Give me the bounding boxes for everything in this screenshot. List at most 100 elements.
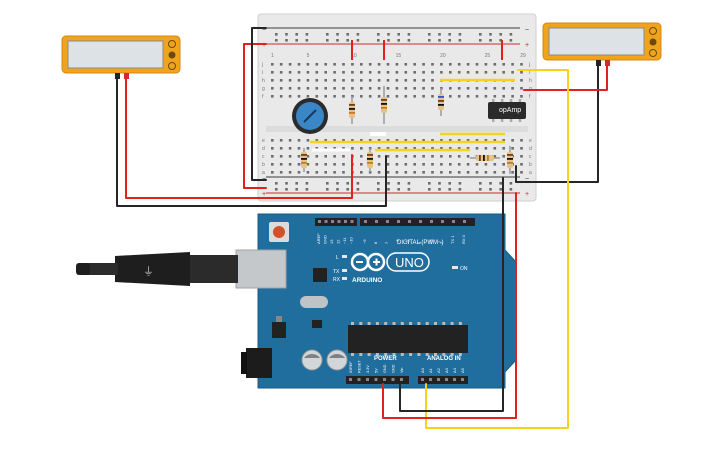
digital-header[interactable]: [318, 220, 466, 223]
pin-label: 8: [373, 241, 378, 244]
row-letter: b: [262, 162, 265, 168]
column-number: 25: [485, 53, 491, 59]
pin-label: 7: [384, 241, 389, 244]
meter-mode-buttons[interactable]: [168, 40, 176, 70]
row-letter: e: [529, 138, 532, 144]
pin-label: GND: [392, 364, 396, 373]
row-letter: i: [529, 70, 530, 76]
probe-com[interactable]: [115, 73, 120, 79]
column-number: 15: [396, 53, 402, 59]
row-letter: e: [262, 138, 265, 144]
row-letter: c: [529, 154, 532, 160]
pin-label: ~10: [349, 236, 354, 244]
pin-label: A4: [452, 367, 457, 373]
resistors[interactable]: [301, 86, 513, 174]
pin-label: ~6: [395, 239, 400, 244]
svg-text:+: +: [262, 42, 266, 49]
led-tx-label: TX: [333, 269, 340, 275]
row-letter: h: [529, 78, 532, 84]
pin-label: A1: [428, 367, 433, 373]
capacitor: [326, 349, 348, 371]
resistor: [367, 148, 373, 172]
svg-text:+: +: [525, 191, 529, 198]
usb-cable[interactable]: ⏚: [76, 249, 287, 289]
row-letter: d: [529, 146, 532, 152]
breadboard-jumpers[interactable]: [310, 78, 515, 152]
power-rail-bottom[interactable]: [275, 182, 513, 191]
multimeter-right[interactable]: [542, 22, 662, 66]
pin-label: 3.3V: [366, 365, 370, 373]
resistor: [301, 148, 307, 172]
power-label: POWER: [374, 356, 397, 362]
board-brand: ARDUINO: [352, 277, 382, 284]
capacitor: [301, 349, 323, 371]
probe-com[interactable]: [596, 60, 601, 66]
resistor: [438, 88, 444, 116]
meter-mode-buttons[interactable]: [649, 27, 657, 57]
row-letter: f: [529, 94, 531, 100]
digital-label: DIGITAL (PWM~): [397, 240, 444, 246]
usb-icon: ⏚: [143, 265, 154, 278]
resistor: [470, 155, 500, 161]
chip-label: opAmp: [499, 107, 521, 114]
arduino-uno-board[interactable]: DIGITAL (PWM~) UNO ARDUINO L TX RX ON: [241, 213, 517, 389]
potentiometer[interactable]: [292, 98, 328, 134]
pin-label: A0: [420, 367, 425, 373]
pin-label: GND: [383, 364, 387, 373]
row-letter: a: [529, 170, 532, 176]
pin-label: ~11: [342, 237, 347, 244]
row-letter: j: [528, 62, 530, 68]
pin-label: RX 0: [461, 234, 466, 244]
column-number: 1: [271, 53, 274, 59]
pin-label: ~3: [428, 239, 433, 244]
pin-label: AREF: [316, 233, 321, 244]
led-on: [452, 266, 458, 269]
pin-label: 2: [439, 241, 444, 244]
row-letter: h: [262, 78, 265, 84]
resistor: [381, 86, 387, 124]
led-on-label: ON: [460, 266, 468, 272]
pin-label: 12: [336, 239, 341, 244]
rail-jumpers[interactable]: [351, 40, 503, 60]
row-letter: g: [262, 86, 265, 92]
column-number: 20: [440, 53, 446, 59]
column-number: 10: [351, 53, 357, 59]
probe-positive[interactable]: [605, 60, 610, 66]
led-rx: [342, 277, 347, 280]
board-model: UNO: [395, 255, 424, 270]
microcontroller-chip: [348, 325, 468, 353]
svg-text:+: +: [525, 42, 529, 49]
pin-label: 13: [329, 239, 334, 244]
power-jack[interactable]: [246, 348, 272, 378]
row-letter: a: [262, 170, 265, 176]
pin-label: IOREF: [349, 361, 353, 373]
pin-label: A5: [460, 367, 465, 373]
crystal: [300, 296, 328, 308]
multimeter-left[interactable]: [61, 35, 181, 79]
pin-label: A2: [436, 367, 441, 373]
power-rail-top[interactable]: [275, 33, 513, 42]
probe-positive[interactable]: [124, 73, 129, 79]
analog-label: ANALOG IN: [427, 356, 461, 362]
column-number: 29: [520, 53, 526, 59]
column-number: 5: [307, 53, 310, 59]
row-letter: b: [529, 162, 532, 168]
led-tx: [342, 269, 347, 272]
pin-label: Vin: [400, 368, 404, 373]
wires[interactable]: [116, 27, 608, 429]
svg-text:−: −: [525, 176, 529, 183]
row-letter: i: [262, 70, 263, 76]
usb-chip: [313, 268, 327, 282]
resistor: [349, 96, 355, 124]
row-letter: c: [262, 154, 265, 160]
led-l-label: L: [336, 255, 339, 261]
row-letter: d: [262, 146, 265, 152]
power-analog-header[interactable]: [349, 378, 464, 381]
op-amp-chip[interactable]: opAmp: [488, 99, 526, 122]
row-letter: j: [261, 62, 263, 68]
led-l: [342, 255, 347, 258]
resistor: [507, 146, 513, 174]
